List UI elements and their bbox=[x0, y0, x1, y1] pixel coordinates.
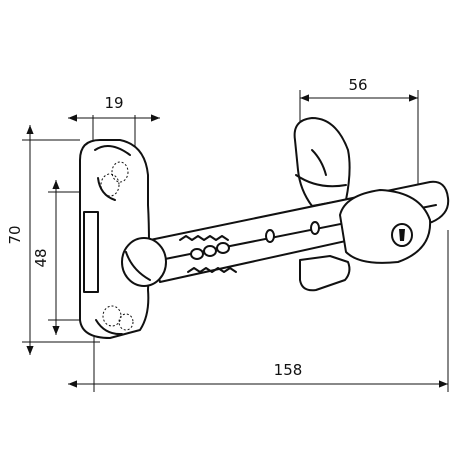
screw-hole-icon bbox=[111, 161, 129, 183]
dimension-label-56: 56 bbox=[348, 76, 367, 94]
arm-rivet bbox=[265, 229, 275, 243]
arm-serration-top bbox=[179, 235, 229, 241]
pivot-knob bbox=[121, 237, 167, 287]
plate-top-edge bbox=[94, 145, 131, 156]
receiver-post bbox=[293, 117, 351, 207]
receiver-foot bbox=[299, 255, 351, 292]
dimension-70: 70 bbox=[6, 125, 100, 355]
plate-shading bbox=[95, 319, 123, 336]
receiver-post-shading bbox=[311, 149, 327, 176]
arm-slot-hole bbox=[203, 245, 217, 257]
hook-receiver bbox=[293, 117, 351, 292]
pivot-knob-highlight bbox=[125, 251, 151, 281]
arm-slot-hole bbox=[216, 242, 230, 254]
screw-hole-icon bbox=[100, 173, 120, 197]
lock-housing bbox=[339, 189, 432, 264]
dimension-label-19: 19 bbox=[104, 94, 123, 112]
arm-slot-hole bbox=[190, 248, 204, 260]
dimension-label-48: 48 bbox=[32, 248, 50, 267]
mounting-plate bbox=[79, 139, 150, 339]
arm-serration-bottom bbox=[187, 267, 237, 273]
keyhole-icon bbox=[399, 229, 405, 241]
plate-slot bbox=[83, 211, 99, 293]
dimension-158: 158 bbox=[68, 230, 449, 392]
dimension-label-158: 158 bbox=[274, 361, 303, 379]
lock-body bbox=[339, 189, 432, 264]
arm-rivet bbox=[310, 221, 320, 235]
dimension-label-70: 70 bbox=[6, 225, 24, 244]
screw-hole-icon bbox=[118, 313, 134, 331]
plate-shading bbox=[97, 177, 116, 201]
receiver-post-edge bbox=[295, 174, 347, 188]
pivot-knob-body bbox=[121, 237, 167, 287]
dimension-48: 48 bbox=[32, 180, 80, 335]
